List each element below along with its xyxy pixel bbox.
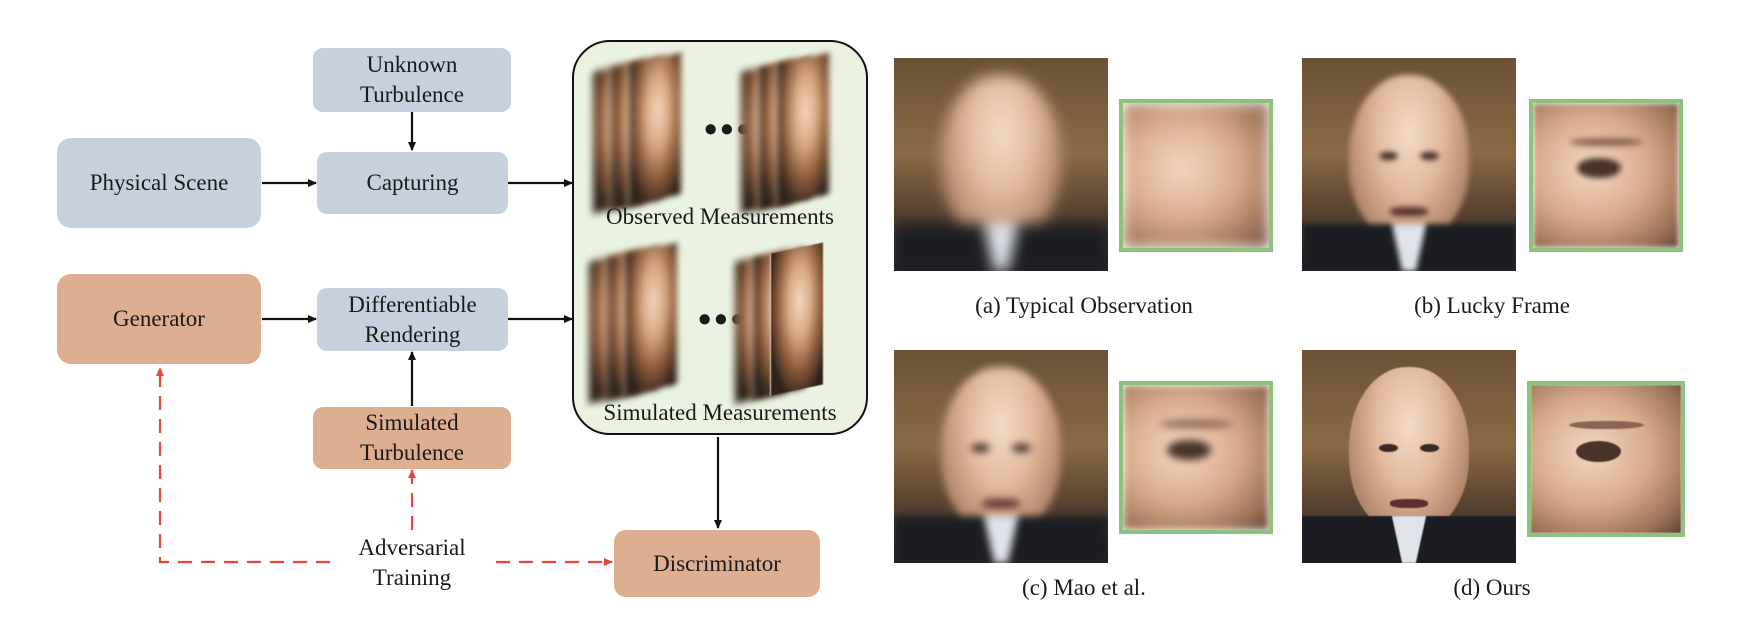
simulated-frames-right xyxy=(734,242,854,404)
frame xyxy=(776,52,830,206)
caption-c: (c) Mao et al. xyxy=(1022,575,1146,600)
lucky-frame-photo xyxy=(1302,58,1516,271)
simulated-measurements-caption: Simulated Measurements xyxy=(603,400,837,425)
discriminator-node: Discriminator xyxy=(614,530,820,597)
mao-crop xyxy=(1119,381,1273,534)
ours-photo xyxy=(1302,350,1516,563)
unknown-turbulence-label: Unknown Turbulence xyxy=(360,52,464,107)
simulated-turbulence-node: Simulated Turbulence xyxy=(313,407,511,469)
unknown-turbulence-node: Unknown Turbulence xyxy=(313,48,511,112)
observed-frames-right xyxy=(740,52,860,214)
simulated-turbulence-label: Simulated Turbulence xyxy=(360,410,464,465)
lucky-frame-crop xyxy=(1529,99,1683,252)
adversarial-training-label: Adversarial Training xyxy=(336,533,488,593)
frame xyxy=(770,242,824,396)
generator-node: Generator xyxy=(57,274,261,364)
discriminator-label: Discriminator xyxy=(653,550,781,576)
caption-b: (b) Lucky Frame xyxy=(1414,293,1570,318)
flow-arrows xyxy=(262,112,722,529)
arrow-adversarial-to-generator xyxy=(156,367,330,564)
adversarial-arrows xyxy=(156,367,613,566)
capturing-label: Capturing xyxy=(366,170,459,195)
measurements-panel: ••• Observed Measurements ••• Simulated … xyxy=(572,40,868,435)
typical-observation-photo xyxy=(894,58,1108,271)
mao-photo xyxy=(894,350,1108,563)
observed-measurements-caption: Observed Measurements xyxy=(605,204,834,229)
capturing-node: Capturing xyxy=(317,152,508,214)
frame xyxy=(628,52,682,206)
generator-label: Generator xyxy=(113,306,205,331)
caption-a: (a) Typical Observation xyxy=(975,293,1193,318)
caption-d: (d) Ours xyxy=(1453,575,1531,600)
differentiable-rendering-label: Differentiable Rendering xyxy=(348,291,477,347)
physical-scene-node: Physical Scene xyxy=(57,138,261,228)
physical-scene-label: Physical Scene xyxy=(89,170,229,195)
observed-frames-left xyxy=(592,52,712,214)
typical-observation-crop xyxy=(1119,99,1273,252)
differentiable-rendering-node: Differentiable Rendering xyxy=(317,288,508,351)
frame xyxy=(624,242,678,396)
simulated-frames-left xyxy=(588,242,708,404)
ours-crop xyxy=(1527,381,1685,537)
